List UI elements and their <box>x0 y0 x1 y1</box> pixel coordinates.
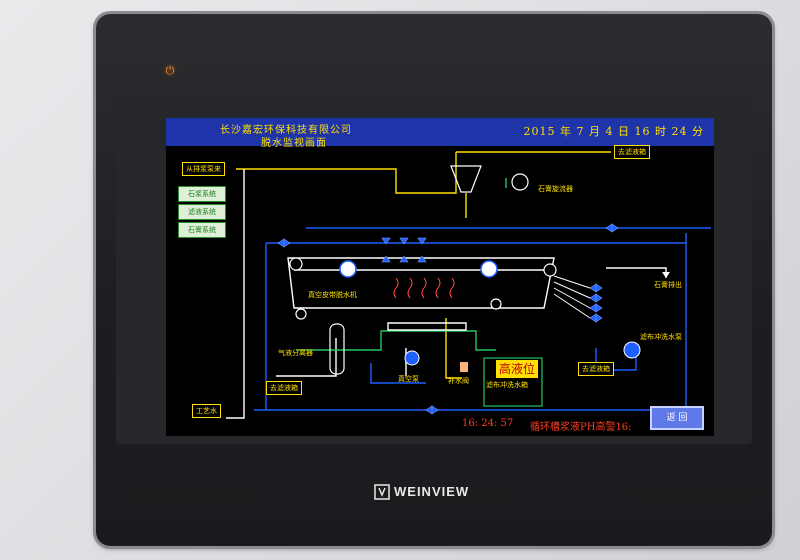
valve-6 <box>417 237 427 263</box>
vacuum-box <box>387 322 467 331</box>
title-bar <box>166 118 714 146</box>
alarm-message: 循环槽浆液PH高警16: <box>530 422 632 433</box>
brand-name: WEINVIEW <box>394 484 470 499</box>
drive-wheel-left <box>339 260 357 278</box>
makeup-valve-label: 补水阀 <box>448 377 469 385</box>
page-title: 脱水监视画面 <box>261 138 327 149</box>
valve-4 <box>381 237 391 263</box>
power-icon: ⏻ <box>165 64 175 77</box>
hmi-screen: 长沙嘉宏环保科技有限公司 脱水监视画面 2015 年 7 月 4 日 16 时 … <box>166 118 714 436</box>
valve-10 <box>589 313 603 323</box>
slurry-system-button[interactable]: 石浆系统 <box>178 186 226 202</box>
valve-3 <box>425 405 439 415</box>
valve-1 <box>277 238 291 248</box>
green-filtrate-pipe <box>296 330 496 351</box>
valve-8 <box>589 293 603 303</box>
valve-7 <box>589 283 603 293</box>
slurry-pipe <box>236 168 457 194</box>
cyclone-vessel <box>450 165 482 193</box>
process-water-label: 工艺水 <box>192 404 221 418</box>
filter-cloth-tank-label: 滤布冲洗水箱 <box>486 381 528 389</box>
belt-roller-left <box>289 257 303 271</box>
to-filtrate-tank-top-label: 去滤液箱 <box>614 145 650 159</box>
return-button[interactable]: 返 回 <box>650 406 704 430</box>
company-name: 长沙嘉宏环保科技有限公司 <box>220 125 352 136</box>
filter-cake-wave-3 <box>421 277 427 299</box>
valve-5 <box>399 237 409 263</box>
filter-cake-wave-4 <box>435 277 441 299</box>
belt-roller-bottom-left <box>295 308 307 320</box>
to-filtrate-tank-left-label: 去滤液箱 <box>266 381 302 395</box>
belt-roller-right <box>543 263 557 277</box>
datetime-display: 2015 年 7 月 4 日 16 时 24 分 <box>523 125 704 138</box>
filter-cake-wave-1 <box>393 277 399 299</box>
drive-wheel-right <box>480 260 498 278</box>
to-filtrate-tank-right-label: 去滤液箱 <box>578 362 614 376</box>
weinview-logo-icon <box>374 484 390 500</box>
filter-cloth-pump-label: 滤布冲洗水泵 <box>640 333 682 341</box>
vacuum-pump-label: 真空泵 <box>398 375 419 383</box>
spray-line-1 <box>553 275 591 289</box>
spray-line-3 <box>553 287 591 309</box>
from-slurry-pump-label: 从排浆泵来 <box>182 162 225 176</box>
filter-cake-wave-5 <box>449 277 455 299</box>
spray-line-4 <box>553 293 591 319</box>
valve-2 <box>605 223 619 233</box>
white-pipe-left <box>226 169 245 419</box>
cloth-wash-pump-symbol <box>623 341 641 359</box>
gypsum-discharge-label: 石膏排出 <box>654 281 682 289</box>
gypsum-system-button[interactable]: 石膏系统 <box>178 222 226 238</box>
cloth-tank <box>483 357 543 407</box>
filtrate-system-button[interactable]: 滤液系统 <box>178 204 226 220</box>
makeup-valve-symbol <box>460 362 468 372</box>
spray-line-2 <box>553 281 591 299</box>
cyclone-feed-pump <box>511 173 529 191</box>
process-diagram <box>226 151 711 419</box>
blue-process-water <box>254 233 687 411</box>
gas-liquid-separator-label: 气液分离器 <box>278 349 313 357</box>
belt-filter-label: 真空皮带脱水机 <box>308 291 357 299</box>
makeup-yellow-pipe <box>445 318 462 379</box>
gypsum-discharge-arrow <box>662 272 670 278</box>
filter-cake-wave-2 <box>407 277 413 299</box>
blue-vacuum-pump-pipe <box>370 363 426 384</box>
clock-readout: 16: 24: 57 <box>462 418 514 429</box>
white-pipe-right <box>606 267 667 278</box>
vacuum-pump-symbol <box>404 350 420 366</box>
gypsum-cyclone-label: 石膏旋流器 <box>538 185 573 193</box>
belt-roller-bottom-right <box>490 298 502 310</box>
separator-vessel <box>329 323 345 375</box>
high-level-indicator: 高液位 <box>496 360 538 378</box>
blue-tank-pipe <box>595 348 637 371</box>
valve-9 <box>589 303 603 313</box>
belt-filter-frame <box>287 257 555 309</box>
